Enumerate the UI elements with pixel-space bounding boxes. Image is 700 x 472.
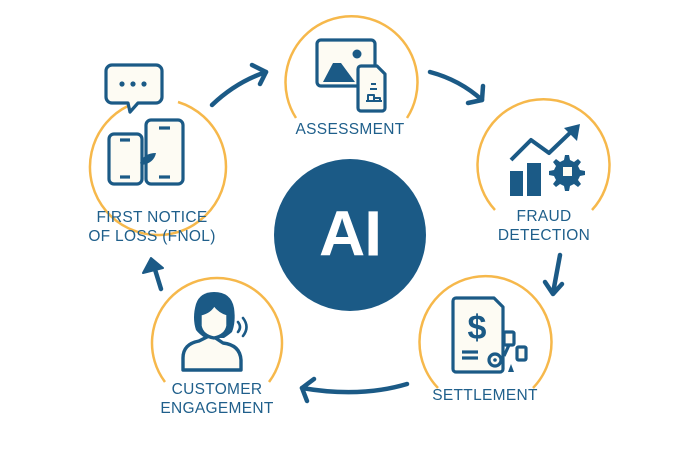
arrow-settlement-to-customer <box>299 376 410 404</box>
node-customer-engagement <box>150 276 284 383</box>
node-fnol <box>88 63 228 237</box>
label-assessment: ASSESSMENT <box>296 120 405 139</box>
label-customer-engagement: CUSTOMER ENGAGEMENT <box>160 380 273 418</box>
label-fnol: FIRST NOTICE OF LOSS (FNOL) <box>88 208 215 246</box>
label-fnol-line2: OF LOSS (FNOL) <box>88 228 216 245</box>
ring-arc-settlement <box>418 274 553 389</box>
arrow-fnol-to-assessment <box>209 62 269 108</box>
ring-arc-fraud <box>476 97 611 211</box>
node-fraud-detection <box>476 97 611 211</box>
image-document-icon <box>315 38 387 113</box>
ring-arc-fnol <box>88 100 228 237</box>
arrow-fraud-to-settlement <box>542 252 565 297</box>
label-assessment-line1: ASSESSMENT <box>295 121 405 138</box>
label-fnol-line1: FIRST NOTICE <box>96 209 208 226</box>
label-settlement: SETTLEMENT <box>432 386 537 405</box>
label-fraud-line2: DETECTION <box>497 227 591 244</box>
person-speaking-icon <box>181 292 248 372</box>
arrow-customer-to-fnol <box>142 257 164 292</box>
ring-arc-assessment <box>284 15 419 119</box>
node-assessment <box>284 15 419 119</box>
label-fraud-detection: FRAUD DETECTION <box>498 207 590 245</box>
label-customer-line1: CUSTOMER <box>171 381 263 398</box>
label-settlement-line1: SETTLEMENT <box>432 387 538 404</box>
arrow-assessment-to-fraud <box>427 69 486 106</box>
ai-center-label: AI <box>319 197 382 270</box>
cycle-arrows <box>142 62 565 404</box>
label-fraud-line1: FRAUD <box>516 208 572 225</box>
chat-bubble-phones-icon <box>104 63 185 186</box>
dollar-document-icon: $ <box>451 296 528 374</box>
label-customer-line2: ENGAGEMENT <box>160 400 274 417</box>
ring-arc-customer <box>150 276 284 383</box>
chart-gear-icon <box>509 124 585 196</box>
ai-center-circle <box>274 159 426 311</box>
node-settlement: $ <box>418 274 553 389</box>
dollar-sign: $ <box>468 309 487 347</box>
